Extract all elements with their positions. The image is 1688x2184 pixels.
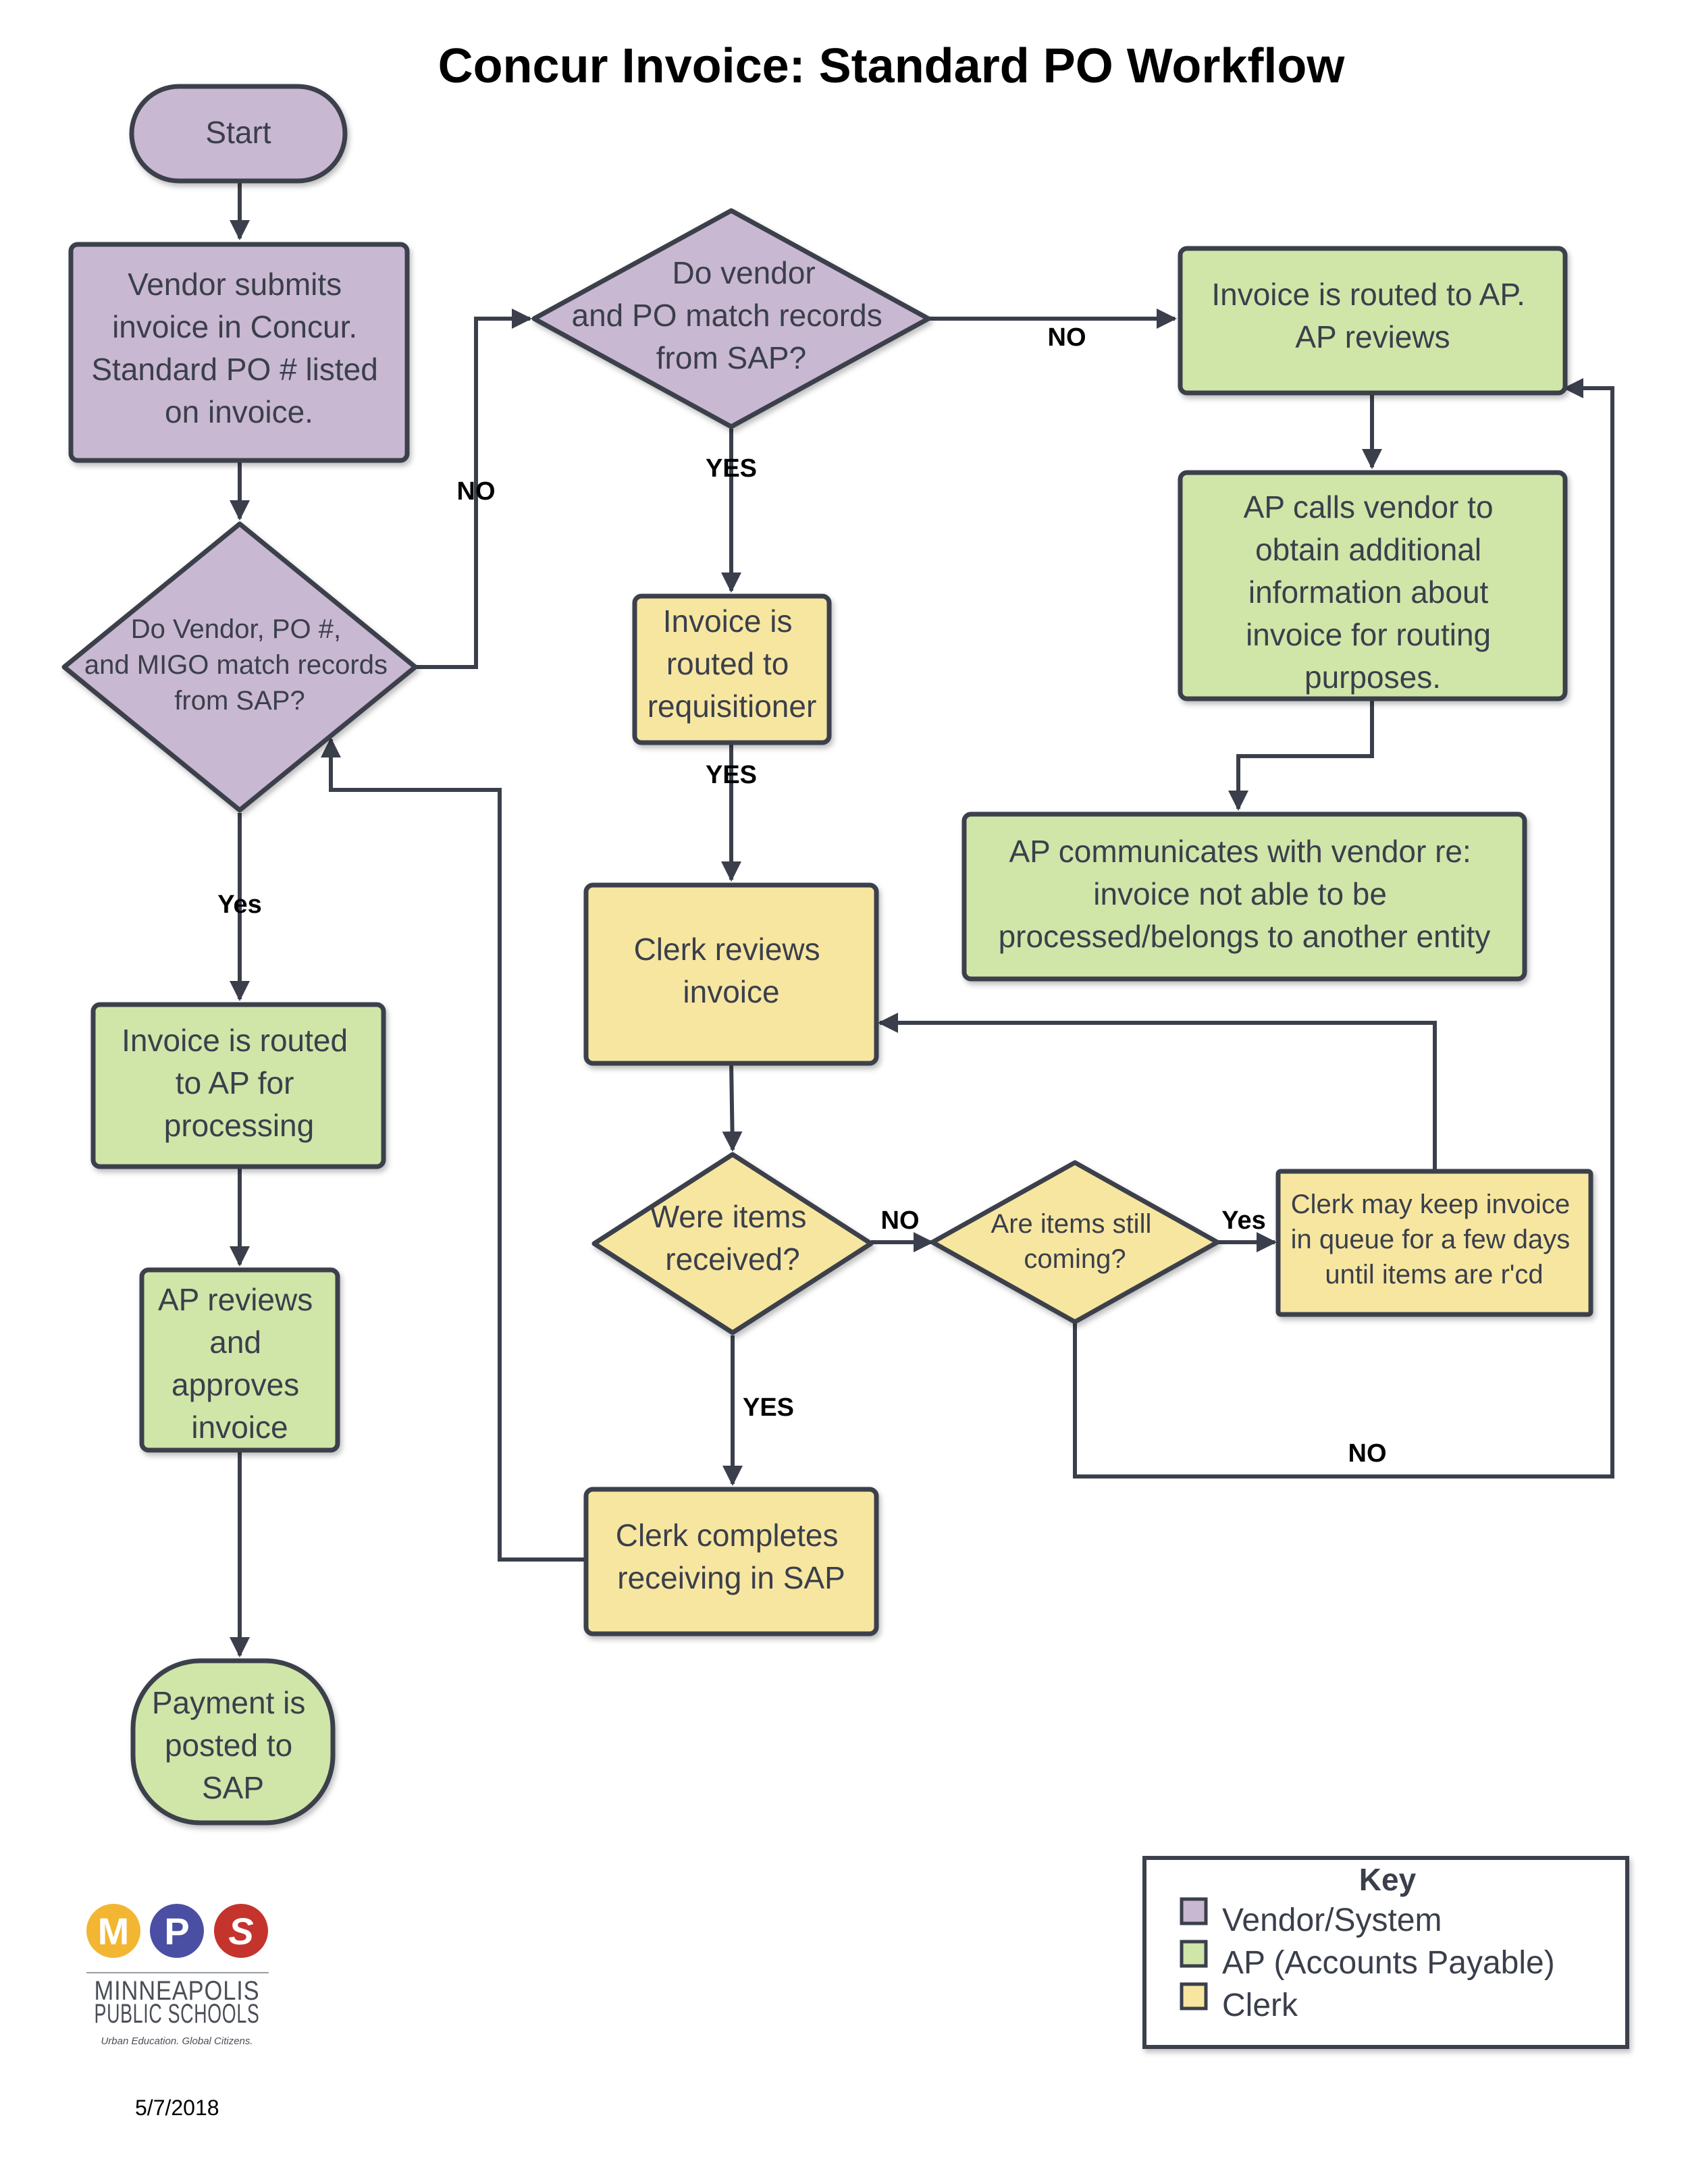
legend-label-vendor: Vendor/System <box>1222 1902 1442 1938</box>
edge-completes-to-decision <box>321 737 586 1562</box>
node-clerk-reviews: Clerk reviews invoice <box>583 882 879 1066</box>
logo-tagline: Urban Education. Global Citizens. <box>101 2035 253 2047</box>
edge-items-coming-no-to-ap-reviews <box>1073 378 1614 1479</box>
mps-logo: M P S MINNEAPOLIS PUBLIC SCHOOLS Urban E… <box>86 1904 269 2047</box>
logo-letter-m: M <box>98 1910 130 1952</box>
edge-label-no: NO <box>1048 323 1086 352</box>
edge-label-no: NO <box>1348 1439 1387 1468</box>
edge-label-yes: YES <box>743 1393 794 1422</box>
edge-label-yes: Yes <box>217 890 262 919</box>
node-ap-calls-vendor-label: AP calls vendor to obtain additional inf… <box>1244 489 1502 695</box>
node-start-label: Start <box>205 115 271 150</box>
node-decision-vendor-po-label: Do vendor and PO match records from SAP? <box>572 255 891 375</box>
edge-keep-to-clerk-reviews <box>878 1013 1437 1171</box>
node-ap-reviews-approves-label: AP reviews and approves invoice <box>158 1282 321 1445</box>
edge-label-yes: Yes <box>1221 1206 1266 1235</box>
legend-label-ap: AP (Accounts Payable) <box>1222 1945 1555 1981</box>
node-decision-items-received-label: Were items received? <box>650 1199 816 1277</box>
node-routed-to-requisitioner-label: Invoice is routed to requisitioner <box>648 604 817 724</box>
node-start: Start <box>129 84 348 184</box>
logo-circle-p <box>150 1904 204 1958</box>
node-clerk-keeps-invoice: Clerk may keep invoice in queue for a fe… <box>1275 1169 1593 1317</box>
edge-ap-calls-to-ap-communicates <box>1228 699 1374 811</box>
node-routed-to-requisitioner: Invoice is routed to requisitioner <box>632 593 832 745</box>
logo-name-line1: MINNEAPOLIS <box>95 1976 260 2006</box>
node-ap-communicates: AP communicates with vendor re: invoice … <box>961 811 1527 982</box>
logo-name-line2: PUBLIC SCHOOLS <box>95 1999 260 2029</box>
legend: Key Vendor/System AP (Accounts Payable) … <box>1142 1856 1629 2049</box>
node-routed-to-ap-reviews: Invoice is routed to AP. AP reviews <box>1178 246 1568 396</box>
diagram-title: Concur Invoice: Standard PO Workflow <box>438 39 1346 93</box>
edge-label-yes: YES <box>706 454 757 483</box>
legend-swatch-ap <box>1180 1940 1208 1968</box>
nodes: Start Vendor submits invoice in Concur. … <box>61 84 1593 1826</box>
logo-letter-s: S <box>228 1910 253 1952</box>
node-decision-items-coming: Are items still coming? <box>930 1160 1220 1325</box>
node-clerk-completes-receiving-label: Clerk completes receiving in SAP <box>616 1518 847 1595</box>
document-date: 5/7/2018 <box>135 2096 219 2120</box>
logo-circle-m <box>86 1904 140 1958</box>
node-decision-vendor-po: Do vendor and PO match records from SAP? <box>531 208 931 429</box>
node-vendor-submits: Vendor submits invoice in Concur. Standa… <box>68 242 410 463</box>
edge-decision-no-to-vendor-po <box>415 309 532 669</box>
node-decision-items-coming-label: Are items still coming? <box>991 1209 1159 1274</box>
edge-labels: NO Yes NO YES YES NO YES Yes NO <box>217 323 1386 1468</box>
node-payment-posted-label: Payment is posted to SAP <box>152 1685 314 1805</box>
edge-label-yes: YES <box>706 761 757 789</box>
node-routed-to-ap-reviews-label: Invoice is routed to AP. AP reviews <box>1211 277 1533 354</box>
node-ap-calls-vendor: AP calls vendor to obtain additional inf… <box>1178 470 1568 701</box>
node-payment-posted: Payment is posted to SAP <box>130 1658 336 1826</box>
node-decision-vendor-po-migo: Do Vendor, PO #, and MIGO match records … <box>61 521 418 813</box>
node-routed-to-ap-processing: Invoice is routed to AP for processing <box>90 1002 386 1169</box>
legend-title: Key <box>1359 1862 1417 1897</box>
legend-box <box>1142 1856 1629 2049</box>
node-ap-communicates-label: AP communicates with vendor re: invoice … <box>999 834 1491 954</box>
node-ap-reviews-approves: AP reviews and approves invoice <box>139 1267 340 1453</box>
legend-label-clerk: Clerk <box>1222 1988 1298 2023</box>
node-vendor-submits-label: Vendor submits invoice in Concur. Standa… <box>91 267 386 429</box>
edges <box>230 181 1614 1657</box>
edge-clerk-reviews-to-items-received <box>722 1063 743 1152</box>
logo-circle-s <box>214 1904 268 1958</box>
node-clerk-reviews-label: Clerk reviews invoice <box>634 932 829 1009</box>
node-clerk-completes-receiving: Clerk completes receiving in SAP <box>583 1487 879 1636</box>
node-decision-items-received: Were items received? <box>591 1152 874 1335</box>
legend-swatch-vendor <box>1180 1897 1208 1925</box>
node-clerk-keeps-invoice-label: Clerk may keep invoice in queue for a fe… <box>1291 1190 1578 1289</box>
node-routed-to-ap-processing-label: Invoice is routed to AP for processing <box>122 1023 357 1143</box>
legend-swatch-clerk <box>1180 1982 1208 2010</box>
logo-letter-p: P <box>164 1910 189 1952</box>
edge-label-no: NO <box>457 477 496 506</box>
edge-label-no: NO <box>881 1206 920 1235</box>
node-decision-vendor-po-migo-label: Do Vendor, PO #, and MIGO match records … <box>84 614 395 716</box>
